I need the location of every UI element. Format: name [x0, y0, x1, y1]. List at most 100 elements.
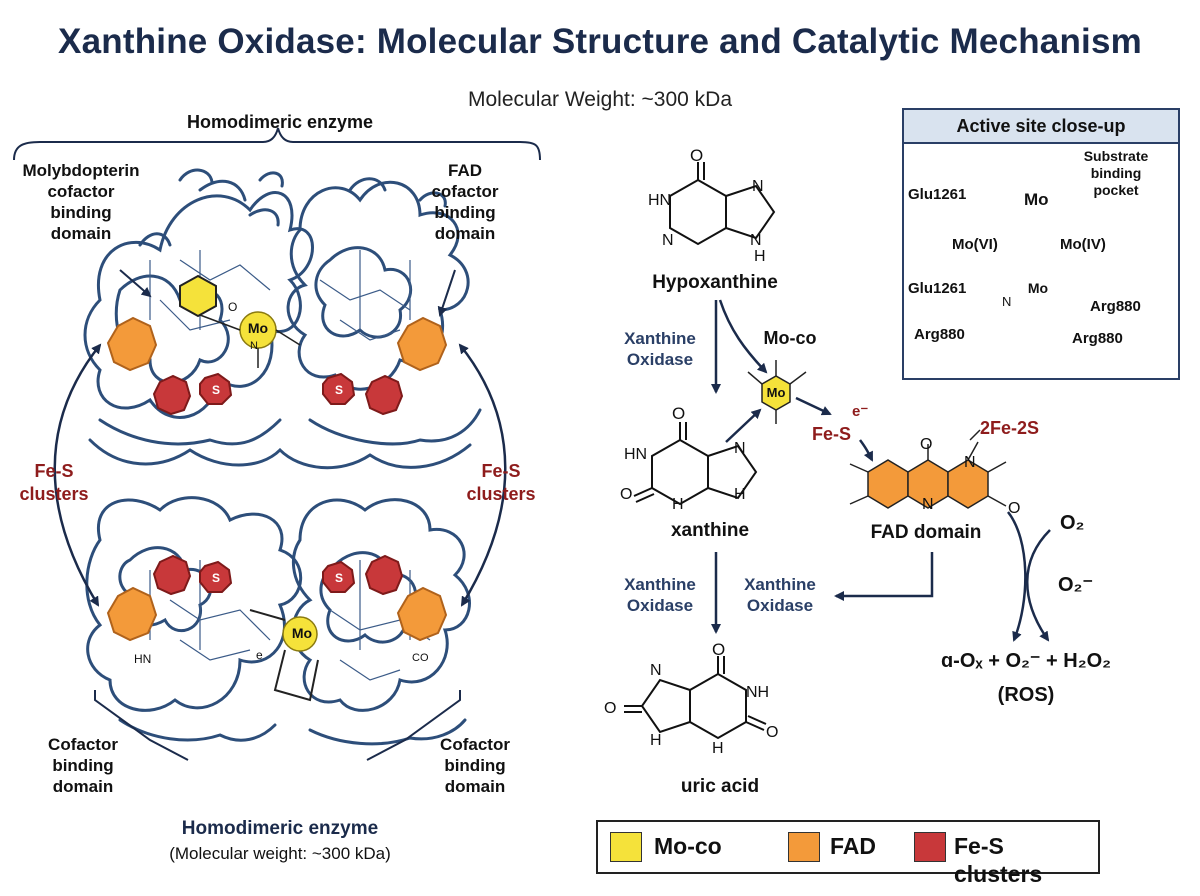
top-bracket: [13, 127, 541, 161]
fad-domain-line-2: cofactor: [431, 182, 499, 201]
fad-domain-line-3: binding: [434, 203, 496, 222]
bottom-homodimeric-subtitle: (Molecular weight: ~300 kDa): [169, 844, 391, 863]
fad-bottom-left: [106, 586, 158, 642]
xo-label-2: Xanthine Oxidase: [610, 574, 710, 616]
fes-7: [322, 560, 356, 593]
fes-4: [364, 374, 404, 416]
fad-o-right: O: [1008, 500, 1021, 517]
n-label: N: [250, 340, 258, 352]
hypoxanthine-structure: [669, 162, 776, 246]
moco-domain-line-4: domain: [50, 224, 112, 243]
s-label-3: S: [211, 571, 220, 585]
glu-top-label: Glu1261: [908, 186, 967, 203]
cofactor-left-label: Cofactor binding domain: [28, 734, 138, 797]
xo-3-line-2: Oxidase: [746, 596, 814, 615]
uric-o-left: O: [604, 700, 617, 717]
page-title: Xanthine Oxidase: Molecular Structure an…: [58, 22, 1142, 61]
uric-nh-right: NH: [746, 684, 770, 701]
fad-domain-label: FAD cofactor binding domain: [400, 160, 530, 244]
mo-top-label: Mo: [247, 320, 269, 336]
xan-n-top: N: [734, 440, 746, 457]
moco-domain-line-2: cofactor: [47, 182, 115, 201]
legend-swatch-fad: [788, 832, 820, 862]
pocket-line-2: binding: [1090, 165, 1142, 181]
xo-1-line-2: Oxidase: [626, 350, 694, 369]
s-label-2: S: [334, 383, 343, 397]
o2-minus-label: O₂⁻: [1058, 574, 1093, 596]
fes-8: [364, 554, 404, 596]
hypo-hn: HN: [648, 192, 672, 209]
hypo-n2: N: [752, 178, 764, 195]
xanthine-structure: [633, 422, 758, 506]
cofactor-left-line-1: Cofactor: [48, 735, 118, 754]
uric-acid-label: uric acid: [680, 776, 760, 797]
cofactor-right-line-3: domain: [444, 777, 506, 796]
legend-swatch-moco: [610, 832, 642, 862]
moco-mo-label: Mo: [766, 385, 786, 400]
legend-label-fad: FAD: [830, 833, 876, 859]
uric-h-bottom: H: [712, 740, 724, 757]
pocket-line-3: pocket: [1093, 182, 1139, 198]
fad-clusters: [106, 316, 448, 642]
fad-o-top: O: [920, 436, 933, 453]
ros-label: (ROS): [997, 684, 1055, 706]
fad-domain-line-1: FAD: [448, 161, 482, 180]
moco-label: Mo-co: [763, 328, 817, 348]
2fe2s-label: 2Fe-2S: [980, 418, 1040, 438]
fad-domain-mech-label: FAD domain: [870, 522, 982, 543]
fes-5: [152, 554, 192, 596]
moco-domain-label: Molybdopterin cofactor binding domain: [6, 160, 156, 244]
cofactor-right-line-1: Cofactor: [440, 735, 510, 754]
moco-domain-line-3: binding: [50, 203, 112, 222]
fad-top-right: [396, 316, 448, 372]
fad-top-left: [106, 316, 158, 372]
fes-clusters: [152, 372, 404, 596]
pterin-ring: [179, 274, 217, 318]
xan-nh-bottom: H: [672, 496, 684, 513]
xo-1-line-1: Xanthine: [624, 329, 696, 348]
hn-label: HN: [134, 652, 152, 666]
fes-3: [322, 372, 356, 405]
cofactor-left-line-3: domain: [52, 777, 114, 796]
hypo-o: O: [690, 146, 704, 165]
protein-ribbon: [83, 168, 482, 746]
active-mo-center-label: Mo: [1027, 280, 1049, 296]
active-mo-top-label: Mo: [1024, 190, 1049, 209]
legend-label-moco: Mo-co: [654, 833, 722, 859]
o2-label: O₂: [1060, 512, 1085, 534]
active-n-label: N: [1002, 294, 1012, 309]
fad-n-bottom: N: [922, 496, 934, 513]
hypo-h: H: [754, 248, 766, 265]
fes-right-line-2: clusters: [466, 484, 536, 504]
xan-hn: HN: [624, 446, 648, 463]
legend-label-fes: Fe-S clusters: [954, 833, 1043, 887]
arg-left-label: Arg880: [914, 326, 965, 343]
fes-6: [199, 560, 233, 593]
s-label-4: S: [334, 571, 343, 585]
arg-right-top-label: Arg880: [1090, 298, 1141, 315]
cofactor-left-line-2: binding: [52, 756, 114, 775]
arg-right-bottom-label: Arg880: [1072, 330, 1123, 347]
fes-2: [199, 372, 233, 405]
legend-swatch-fes: [914, 832, 946, 862]
fes-mech-label: Fe-S: [812, 424, 852, 444]
active-site-box: Active site close-up: [902, 108, 1180, 380]
glu-bottom-label: Glu1261: [908, 280, 967, 297]
fes-left-line-1: Fe-S: [34, 461, 74, 481]
pocket-line-1: Substrate: [1083, 148, 1149, 164]
fes-left-line-2: clusters: [19, 484, 89, 504]
xan-o-top: O: [672, 404, 686, 423]
xo-2-line-1: Xanthine: [624, 575, 696, 594]
fes-1: [152, 374, 192, 416]
e-minus-label: e⁻: [852, 403, 869, 420]
fes-right-line-1: Fe-S: [481, 461, 521, 481]
legend: Mo-co FAD Fe-S clusters: [596, 820, 1100, 887]
mo-iv-label: Mo(IV): [1060, 236, 1106, 253]
xo-2-line-2: Oxidase: [626, 596, 694, 615]
mo-bottom-circle: [282, 616, 318, 652]
fes-left-arrow: [53, 344, 101, 607]
xanthine-label: xanthine: [670, 520, 750, 541]
uric-h-left: H: [650, 732, 662, 749]
ros-products-label: ɑ-Oₓ + O₂⁻ + H₂O₂: [940, 650, 1112, 672]
fad-domain-line-4: domain: [434, 224, 496, 243]
